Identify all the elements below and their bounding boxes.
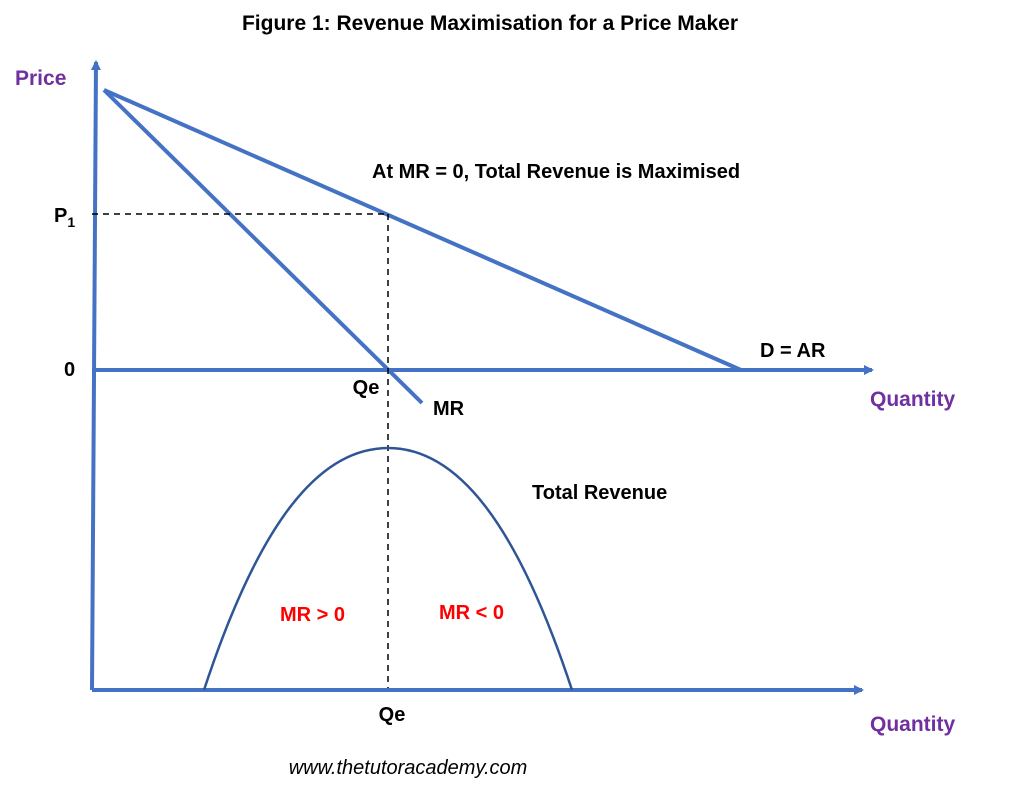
qe-label-bottom: Qe — [379, 704, 406, 726]
quantity-axis-label-top: Quantity — [870, 388, 955, 411]
qe-label-top: Qe — [353, 377, 380, 399]
p1-label-subscript: 1 — [67, 214, 75, 230]
total-revenue-label: Total Revenue — [532, 482, 667, 504]
total-revenue-curve — [202, 446, 574, 691]
price-axis — [90, 60, 101, 691]
p1-label-main: P — [54, 205, 67, 227]
mr-curve-label: MR — [433, 398, 465, 420]
revenue-max-annotation: At MR = 0, Total Revenue is Maximised — [372, 161, 740, 183]
quantity-axis-label-bottom: Quantity — [870, 713, 955, 736]
source-url: www.thetutoracademy.com — [289, 757, 528, 779]
price-axis-label: Price — [15, 67, 66, 90]
figure-title: Figure 1: Revenue Maximisation for a Pri… — [242, 12, 738, 35]
origin-label: 0 — [64, 359, 75, 381]
demand-ar-label: D = AR — [760, 340, 826, 362]
demand-ar-curve — [103, 88, 742, 372]
mr-positive-label: MR > 0 — [280, 604, 345, 626]
mr-curve — [102, 88, 424, 405]
mr-negative-label: MR < 0 — [439, 602, 504, 624]
p1-label: P1 — [54, 205, 75, 230]
